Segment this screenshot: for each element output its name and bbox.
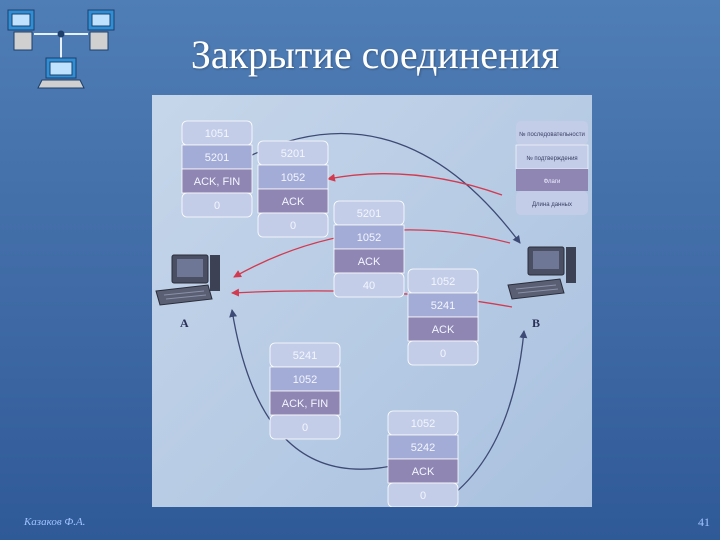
segment-field-box (269, 414, 341, 440)
legend-seq: № последовательности (519, 131, 585, 138)
host-b-label: B (532, 316, 540, 330)
segment-field-box (333, 248, 405, 274)
segment-field-text: 5241 (293, 350, 317, 362)
arc-bottom-left (229, 309, 397, 470)
segment-field-text: 5201 (357, 208, 381, 220)
segment-field-text: ACK (412, 466, 435, 478)
slide-title: Закрытие соединения (190, 32, 560, 77)
segment-field-box (407, 316, 479, 342)
legend-ack: № подтверждения (526, 155, 577, 162)
host-b-computer-icon (507, 246, 576, 300)
legend-flags: Флаги (544, 179, 561, 185)
segment-field-text: 5201 (281, 148, 305, 160)
field-legend: № последовательности № подтверждения Фла… (515, 121, 589, 215)
segment-field-box (387, 482, 459, 507)
segment-field-text: 1052 (411, 418, 435, 430)
segment-field-box (257, 212, 329, 238)
legend-length: Длина данных (532, 202, 572, 208)
segment-field-text: 1052 (431, 276, 455, 288)
segment-field-text: ACK (432, 324, 455, 336)
segment-field-box (181, 168, 253, 194)
segment-field-box (407, 292, 479, 318)
segment-field-text: 1051 (205, 128, 229, 140)
segment-field-text: 0 (214, 200, 220, 212)
segment-field-text: 5241 (431, 300, 455, 312)
segment-field-text: ACK (282, 196, 305, 208)
segment-field-box (387, 434, 459, 460)
segment-field-text: 0 (440, 348, 446, 360)
segment-field-text: ACK, FIN (194, 176, 241, 188)
segment-field-text: 0 (302, 422, 308, 434)
segment-field-text: 40 (363, 280, 375, 292)
arrow-red-1 (327, 173, 503, 196)
author-footer: Казаков Ф.А. (24, 516, 86, 528)
segment-field-box (387, 458, 459, 484)
segment-field-text: 1052 (357, 232, 381, 244)
segment-field-box (407, 340, 479, 366)
segment-field-text: 1052 (281, 172, 305, 184)
segment-field-box (257, 188, 329, 214)
segment-field-text: 0 (290, 220, 296, 232)
host-a-label: A (180, 316, 189, 330)
segment-field-text: ACK (358, 256, 381, 268)
segment-field-box (333, 272, 405, 298)
page-number: 41 (698, 515, 710, 529)
network-computers-icon (7, 9, 115, 89)
segment-field-text: 0 (420, 490, 426, 502)
segment-field-text: 1052 (293, 374, 317, 386)
segment-field-text: 5242 (411, 442, 435, 454)
segment-field-text: ACK, FIN (282, 398, 329, 410)
segment-field-box (269, 390, 341, 416)
host-a-computer-icon (155, 254, 220, 306)
segment-field-box (269, 366, 341, 392)
segment-field-text: 5201 (205, 152, 229, 164)
segment-field-box (181, 192, 253, 218)
